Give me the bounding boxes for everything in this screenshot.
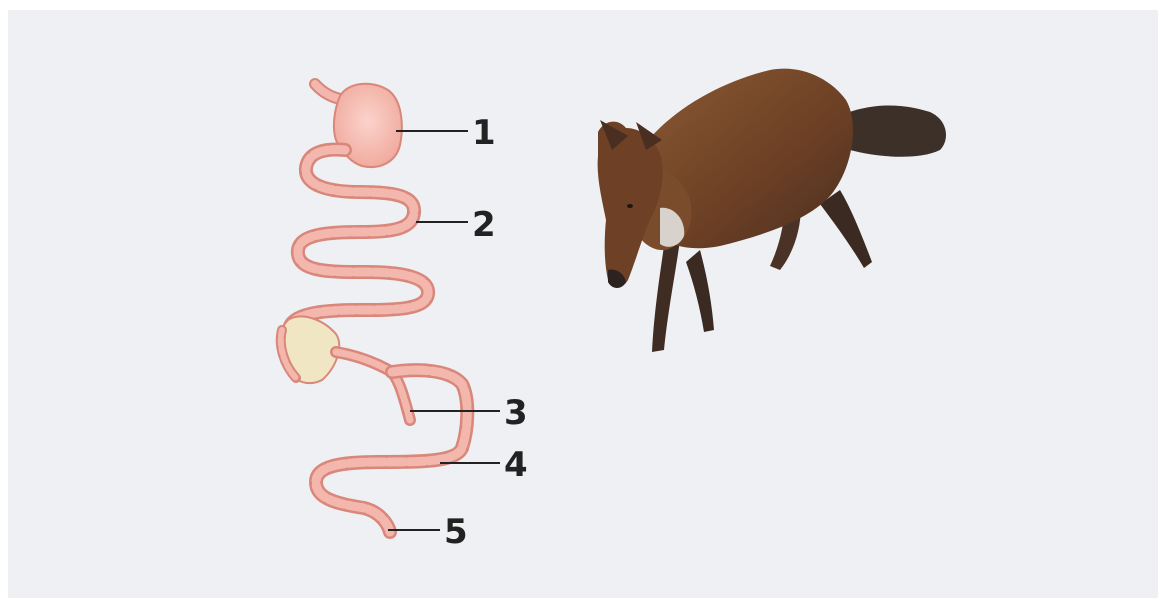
large-intestine (316, 370, 467, 532)
digestive-tract-illustration (279, 84, 468, 532)
label-3: 3 (504, 393, 528, 433)
label-1: 1 (472, 113, 496, 153)
label-5: 5 (444, 512, 468, 552)
fox-illustration (598, 69, 946, 352)
label-2: 2 (472, 205, 496, 245)
small-intestine (290, 150, 428, 326)
label-4: 4 (504, 445, 528, 485)
callouts: 1 2 3 4 5 (388, 113, 528, 552)
